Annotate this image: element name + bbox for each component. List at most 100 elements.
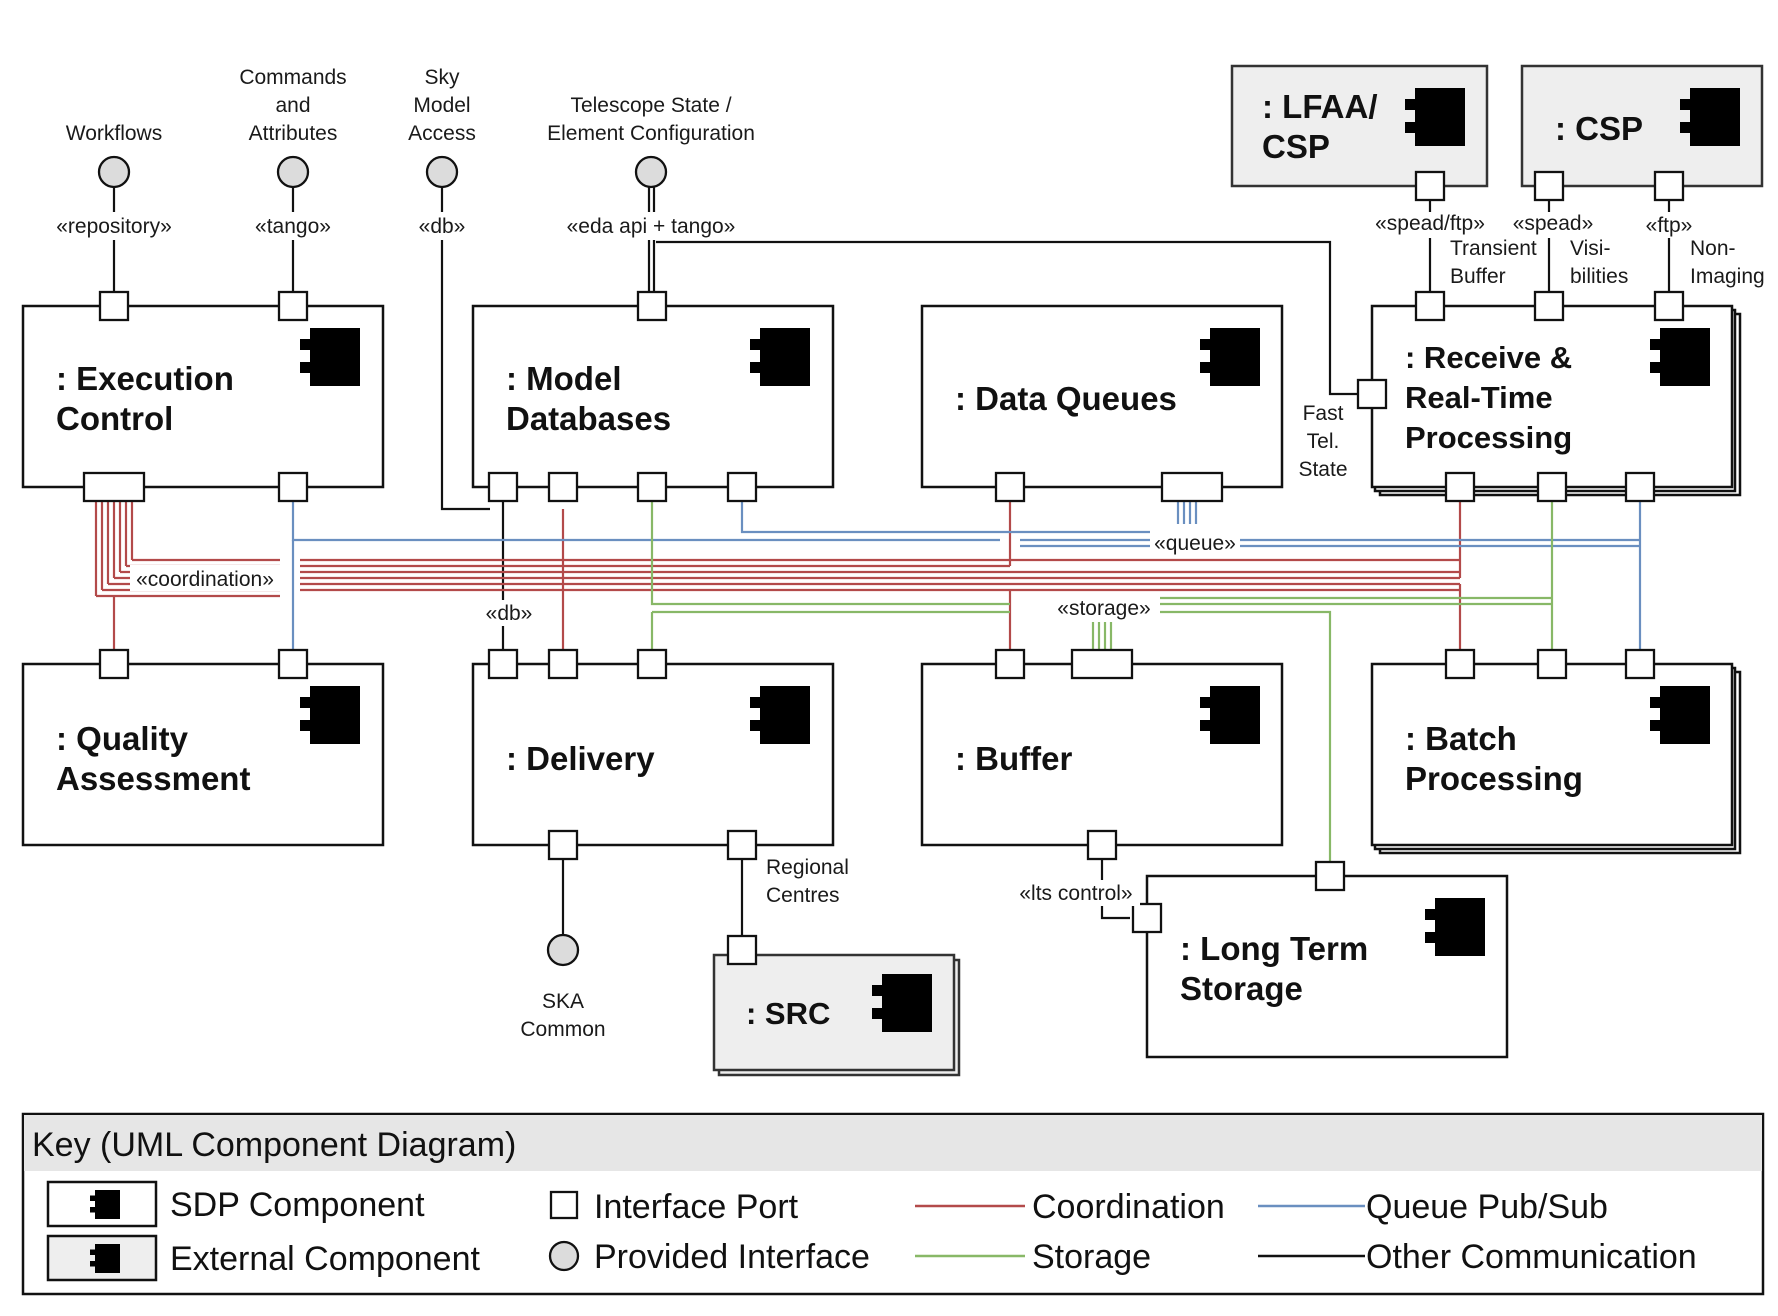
- component-quality-assessment[interactable]: : Quality Assessment: [21, 662, 385, 847]
- label-telescope-1: Telescope State /: [570, 94, 731, 117]
- port[interactable]: [1314, 860, 1346, 892]
- label-sky-2: Model: [413, 94, 470, 117]
- stereotype-eda: «eda api + tango»: [567, 215, 736, 238]
- stereotype-storage: «storage»: [1057, 597, 1150, 620]
- port[interactable]: [547, 829, 579, 861]
- port[interactable]: [1533, 170, 1565, 202]
- interface-labels: Workflows Commands and Attributes Sky Mo…: [66, 66, 755, 1041]
- component-data-queues[interactable]: : Data Queues: [920, 304, 1284, 489]
- legend-other-label: Other Communication: [1366, 1238, 1697, 1276]
- component-name-line2: CSP: [1262, 128, 1330, 165]
- stereotype-ftp: «ftp»: [1646, 214, 1693, 237]
- legend-storage-label: Storage: [1032, 1238, 1151, 1276]
- port[interactable]: [726, 471, 758, 503]
- label-ska-common-2: Common: [520, 1018, 605, 1041]
- component-name-line2: Processing: [1405, 760, 1583, 797]
- legend-coordination-label: Coordination: [1032, 1188, 1225, 1226]
- port[interactable]: [1444, 471, 1476, 503]
- legend-queue: Queue Pub/Sub: [1258, 1188, 1608, 1226]
- port[interactable]: [547, 648, 579, 680]
- port[interactable]: [1536, 648, 1568, 680]
- port-queue[interactable]: [1160, 471, 1224, 503]
- provided-interface-ball[interactable]: [425, 155, 459, 189]
- label-sky-3: Access: [408, 122, 476, 145]
- component-batch-processing[interactable]: : Batch Processing: [1370, 662, 1742, 855]
- component-long-term-storage[interactable]: : Long Term Storage: [1145, 874, 1509, 1059]
- port[interactable]: [277, 648, 309, 680]
- legend-interface-port: Interface Port: [549, 1188, 799, 1226]
- legend-provided-interface: Provided Interface: [548, 1238, 870, 1276]
- component-name-line1: : Model: [506, 360, 621, 397]
- port[interactable]: [487, 648, 519, 680]
- provided-interface-ball[interactable]: [634, 155, 668, 189]
- port[interactable]: [1533, 290, 1565, 322]
- component-model-databases[interactable]: : Model Databases: [471, 304, 835, 489]
- port[interactable]: [1414, 170, 1446, 202]
- port[interactable]: [277, 471, 309, 503]
- port-fast-tel-state[interactable]: [1356, 378, 1388, 410]
- stereotype-db-mid: «db»: [486, 602, 533, 625]
- port[interactable]: [994, 471, 1026, 503]
- component-name-line1: : Receive &: [1405, 340, 1572, 375]
- provided-interface-ball[interactable]: [97, 155, 131, 189]
- port[interactable]: [277, 290, 309, 322]
- external-src[interactable]: : SRC: [712, 953, 961, 1077]
- port[interactable]: [636, 471, 668, 503]
- port[interactable]: [1624, 471, 1656, 503]
- port[interactable]: [98, 290, 130, 322]
- label-transient-2: Buffer: [1450, 265, 1506, 288]
- label-transient-1: Transient: [1450, 237, 1537, 260]
- component-buffer[interactable]: : Buffer: [920, 662, 1284, 847]
- stereotype-repository: «repository»: [56, 215, 172, 238]
- external-lfaa-csp[interactable]: : LFAA/ CSP: [1230, 64, 1489, 188]
- port[interactable]: [1624, 648, 1656, 680]
- component-name-line2: Storage: [1180, 970, 1303, 1007]
- port[interactable]: [1131, 902, 1163, 934]
- stereotype-queue: «queue»: [1154, 532, 1236, 555]
- component-name: : Delivery: [506, 740, 655, 777]
- component-name-line2: Control: [56, 400, 173, 437]
- port[interactable]: [1414, 290, 1446, 322]
- port[interactable]: [1536, 471, 1568, 503]
- label-commands-1: Commands: [239, 66, 346, 89]
- component-name-line1: : LFAA/: [1262, 88, 1377, 125]
- port[interactable]: [1444, 648, 1476, 680]
- port[interactable]: [547, 471, 579, 503]
- port[interactable]: [994, 648, 1026, 680]
- port[interactable]: [1653, 290, 1685, 322]
- stereotype-lts-control: «lts control»: [1019, 882, 1132, 905]
- label-commands-2: and: [275, 94, 310, 117]
- component-execution-control[interactable]: : Execution Control: [21, 304, 385, 489]
- port[interactable]: [636, 648, 668, 680]
- port[interactable]: [487, 471, 519, 503]
- stereotype-spead: «spead»: [1513, 212, 1594, 235]
- label-non-imaging-1: Non-: [1690, 237, 1736, 260]
- stereotype-spead-ftp: «spead/ftp»: [1375, 212, 1485, 235]
- port-storage[interactable]: [1070, 648, 1134, 680]
- port[interactable]: [98, 648, 130, 680]
- provided-interface-ball[interactable]: [546, 933, 580, 967]
- component-receive-real-time-processing[interactable]: : Receive & Real-Time Processing: [1370, 304, 1742, 497]
- provided-interface-ball[interactable]: [276, 155, 310, 189]
- label-non-imaging-2: Imaging: [1690, 265, 1765, 288]
- stereotype-labels: «repository» «tango» «db» «eda api + tan…: [48, 212, 1695, 906]
- component-delivery[interactable]: : Delivery: [471, 662, 835, 847]
- port-coordination[interactable]: [82, 471, 146, 503]
- port[interactable]: [1086, 829, 1118, 861]
- port[interactable]: [636, 290, 668, 322]
- port[interactable]: [726, 934, 758, 966]
- ports: [82, 170, 1685, 966]
- legend-sdp-label: SDP Component: [170, 1186, 425, 1224]
- external-csp[interactable]: : CSP: [1520, 64, 1764, 188]
- port[interactable]: [1653, 170, 1685, 202]
- legend-provided-label: Provided Interface: [594, 1238, 870, 1276]
- component-name: : Data Queues: [955, 380, 1177, 417]
- legend: Key (UML Component Diagram) SDP Componen…: [21, 1112, 1765, 1296]
- legend-title: Key (UML Component Diagram): [32, 1126, 516, 1164]
- port[interactable]: [726, 829, 758, 861]
- label-ska-common-1: SKA: [542, 990, 584, 1013]
- legend-sdp-component: SDP Component: [46, 1180, 425, 1228]
- component-name-line2: Databases: [506, 400, 671, 437]
- port-labels: Transient Buffer Visi- bilities Non- Ima…: [766, 237, 1765, 907]
